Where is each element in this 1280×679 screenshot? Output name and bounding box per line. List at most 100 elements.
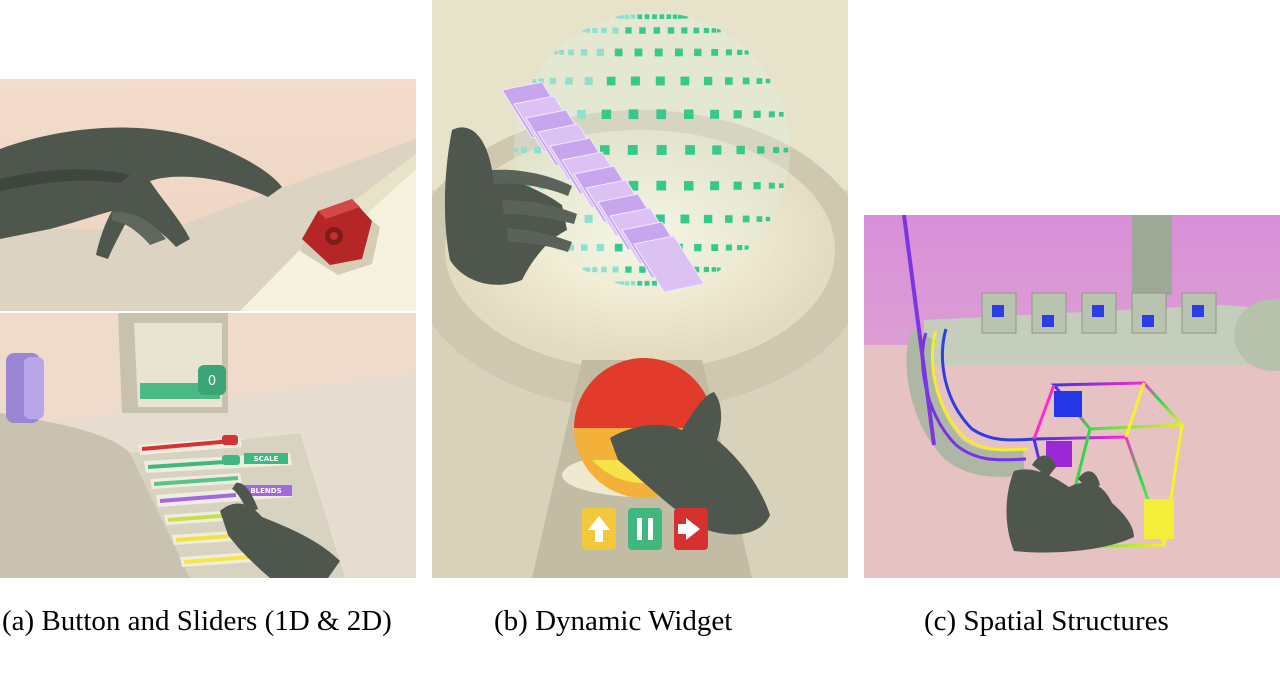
- sphere-tile: [710, 181, 720, 191]
- sphere-tile: [694, 48, 702, 57]
- sphere-tile: [534, 146, 541, 154]
- blends-tag: BLENDS: [250, 487, 281, 495]
- sphere-tile: [625, 14, 630, 19]
- sphere-tile: [596, 244, 604, 252]
- sphere-tile: [681, 27, 688, 34]
- panel-a-slider-scene: 0 SCALE BLENDS: [0, 313, 416, 578]
- sphere-tile: [630, 14, 636, 19]
- sphere-tile: [521, 147, 527, 153]
- pause-button[interactable]: [628, 508, 662, 550]
- sphere-tile: [680, 76, 690, 86]
- sphere-tile: [625, 281, 630, 286]
- red-button[interactable]: [300, 199, 380, 275]
- sphere-tile: [639, 27, 646, 34]
- sphere-tile: [514, 147, 519, 153]
- sphere-tile: [538, 78, 544, 84]
- sphere-tile: [554, 50, 558, 55]
- sphere-tile: [582, 267, 586, 272]
- slider-2d-value: 0: [208, 374, 216, 389]
- sphere-tile: [773, 147, 780, 154]
- sphere-tile: [717, 267, 721, 272]
- sphere-tile: [725, 244, 732, 251]
- hand-b-left: [444, 127, 577, 285]
- sphere-tile: [768, 111, 775, 118]
- sphere-tile: [654, 48, 663, 57]
- sphere-tile: [678, 14, 683, 19]
- sphere-tile: [680, 214, 690, 224]
- hand-b-right: [610, 392, 770, 535]
- shelf-shape: [1192, 305, 1204, 317]
- sphere-tile: [655, 76, 665, 86]
- sphere-tile: [630, 76, 640, 86]
- sphere-tile: [601, 109, 612, 119]
- sphere-tile: [620, 14, 625, 19]
- sphere-tile: [580, 49, 588, 56]
- slider-green[interactable]: SCALE: [144, 453, 292, 473]
- arrow-right-button[interactable]: [674, 508, 708, 550]
- sphere-tile: [675, 48, 683, 57]
- sphere-tile: [580, 244, 588, 251]
- sphere-tile: [684, 109, 694, 119]
- sphere-tile: [733, 110, 742, 119]
- sphere-tile: [711, 244, 719, 251]
- sphere-tile: [525, 183, 532, 189]
- sphere-tile: [628, 109, 639, 120]
- sphere-tile: [617, 281, 621, 286]
- sphere-tile: [765, 78, 771, 84]
- sphere-tile: [612, 27, 619, 34]
- sphere-tile: [711, 267, 717, 272]
- sphere-tile: [757, 146, 765, 154]
- sphere-tile: [656, 145, 667, 155]
- sphere-tile: [737, 245, 743, 251]
- sphere-tile: [667, 27, 675, 34]
- slider-2d-handle[interactable]: 0: [198, 365, 226, 395]
- sphere-tile: [712, 145, 722, 155]
- sphere-tile: [655, 214, 665, 224]
- sphere-tile: [606, 76, 616, 86]
- sphere-tile: [779, 112, 784, 117]
- sphere-tile: [744, 245, 749, 250]
- sphere-tile: [756, 216, 763, 222]
- slider-purple[interactable]: BLENDS: [156, 485, 292, 507]
- fan-tiles: [501, 81, 705, 293]
- hand-c: [1006, 455, 1134, 553]
- sphere-tile: [596, 48, 604, 56]
- sphere-tile: [625, 27, 632, 34]
- sphere-tile: [584, 76, 593, 85]
- slider-red[interactable]: [138, 435, 242, 455]
- sphere-tile: [601, 266, 607, 273]
- sphere-tile: [584, 214, 593, 223]
- sphere-tile: [615, 281, 619, 285]
- sphere-tile: [753, 182, 761, 190]
- sphere-tile: [625, 266, 632, 273]
- scale-tag: SCALE: [254, 455, 279, 463]
- slider-green-2[interactable]: [150, 473, 242, 489]
- sphere-tile: [637, 14, 643, 20]
- sphere-tile: [737, 49, 743, 55]
- sphere-tile: [693, 27, 700, 34]
- sphere-tile: [652, 14, 657, 20]
- arrow-up-button[interactable]: [582, 508, 616, 550]
- shelf-cubes[interactable]: [981, 292, 1217, 334]
- panel-c-spatial-structures-scene: [864, 215, 1280, 578]
- sphere-tile: [703, 214, 713, 224]
- sphere-tile: [684, 181, 694, 191]
- hand-a-top: [0, 127, 282, 259]
- sphere-tile: [736, 145, 745, 155]
- shelf-cube[interactable]: [981, 292, 1017, 334]
- sphere-tile: [756, 78, 763, 84]
- shelf-shape: [992, 305, 1004, 317]
- sphere-tile: [693, 266, 700, 273]
- sphere-tile: [685, 145, 695, 155]
- shelf-shape: [1142, 315, 1154, 327]
- sphere-tile: [703, 266, 709, 273]
- sphere-tile: [577, 109, 586, 119]
- sphere-tile: [620, 281, 625, 286]
- sphere-tile: [652, 280, 657, 286]
- sphere-tile: [656, 109, 667, 120]
- caption-c: (c) Spatial Structures: [924, 605, 1169, 637]
- sphere-tile: [684, 15, 689, 19]
- sphere-tile: [600, 145, 610, 155]
- sphere-tile: [559, 50, 564, 55]
- sphere-tile: [614, 48, 623, 57]
